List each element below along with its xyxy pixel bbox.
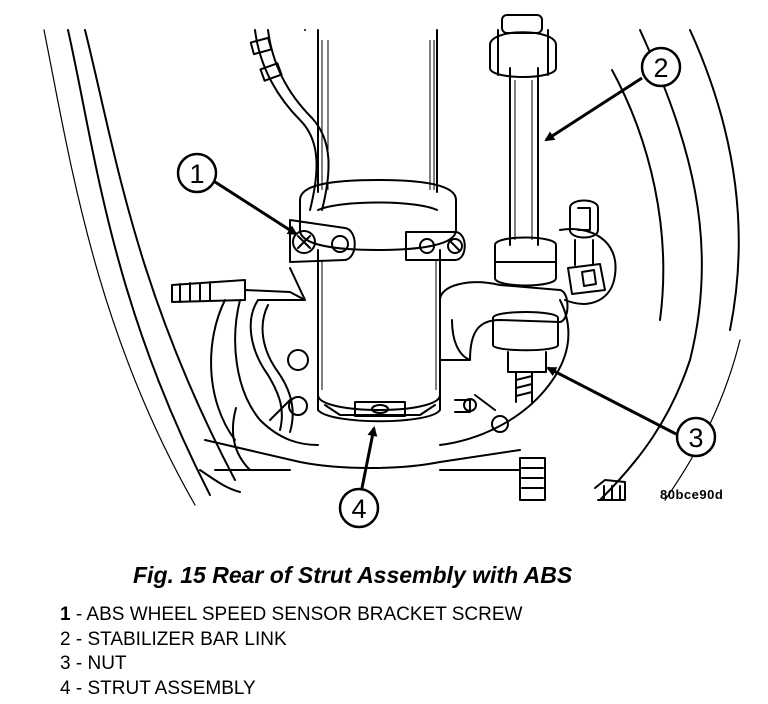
bracket-screw — [292, 230, 316, 254]
legend-item: 2 - STABILIZER BAR LINK — [60, 628, 522, 653]
sensor-connector — [171, 279, 246, 303]
callout-2-circle — [640, 46, 682, 88]
stabilizer-bar — [439, 281, 569, 361]
legend-number: 1 — [60, 604, 71, 625]
legend-label: STABILIZER BAR LINK — [87, 628, 287, 650]
art-code-label: 80bce90d — [660, 487, 724, 502]
legend-separator: - — [70, 653, 88, 674]
legend-label: ABS WHEEL SPEED SENSOR BRACKET SCREW — [86, 604, 523, 625]
brake-line — [254, 29, 318, 211]
hub-bolt — [287, 349, 309, 371]
wheel-well-left-outline — [67, 29, 211, 496]
callout-1-leader — [211, 178, 298, 236]
legend-item: 1 - ABS WHEEL SPEED SENSOR BRACKET SCREW — [60, 603, 522, 628]
callout-2-number: 2 — [653, 53, 668, 83]
legend-item: 4 - STRUT ASSEMBLY — [60, 677, 522, 702]
legend-label: NUT — [87, 653, 127, 674]
link-lower-bushing — [492, 311, 559, 352]
sensor-cable — [249, 299, 283, 431]
figure-caption: Fig. 15 Rear of Strut Assembly with ABS — [133, 562, 573, 588]
callout-3-leader — [546, 366, 677, 436]
legend-number: 3 — [60, 653, 71, 674]
stabilizer-link-bushing — [494, 236, 557, 287]
wheel-well-left-inner — [84, 29, 236, 481]
legend-item: 3 - NUT — [60, 652, 522, 677]
callout-4-circle — [338, 487, 380, 529]
callout-1-number: 1 — [189, 159, 204, 189]
callout-legend: 1 - ABS WHEEL SPEED SENSOR BRACKET SCREW… — [60, 603, 522, 701]
legend-separator: - — [70, 677, 88, 699]
strut-collar — [299, 179, 457, 251]
legend-number: 2 — [60, 628, 71, 650]
legend-separator: - — [70, 628, 88, 650]
strut-upper-body — [317, 29, 438, 193]
strut-lower-body — [317, 249, 441, 411]
callout-1-circle — [176, 152, 218, 194]
sensor-bracket — [289, 219, 356, 263]
legend-number: 4 — [60, 677, 71, 699]
stabilizer-link-rod — [509, 67, 539, 246]
stabilizer-link-top — [489, 31, 557, 78]
wheel-well-right-outline — [599, 29, 703, 501]
legend-label: STRUT ASSEMBLY — [87, 677, 256, 699]
callout-2-leader — [544, 76, 643, 142]
callout-3-number: 3 — [688, 423, 703, 453]
callout-4-number: 4 — [351, 494, 366, 524]
legend-separator: - — [70, 604, 87, 625]
callout-4-leader — [360, 426, 378, 489]
strut-assembly-diagram: 1 2 3 4 — [43, 14, 741, 529]
callout-3-circle — [675, 416, 717, 458]
knuckle-bolt — [569, 199, 599, 239]
steering-knuckle — [234, 299, 319, 446]
lower-fitting — [519, 457, 546, 501]
link-nut — [507, 351, 547, 373]
